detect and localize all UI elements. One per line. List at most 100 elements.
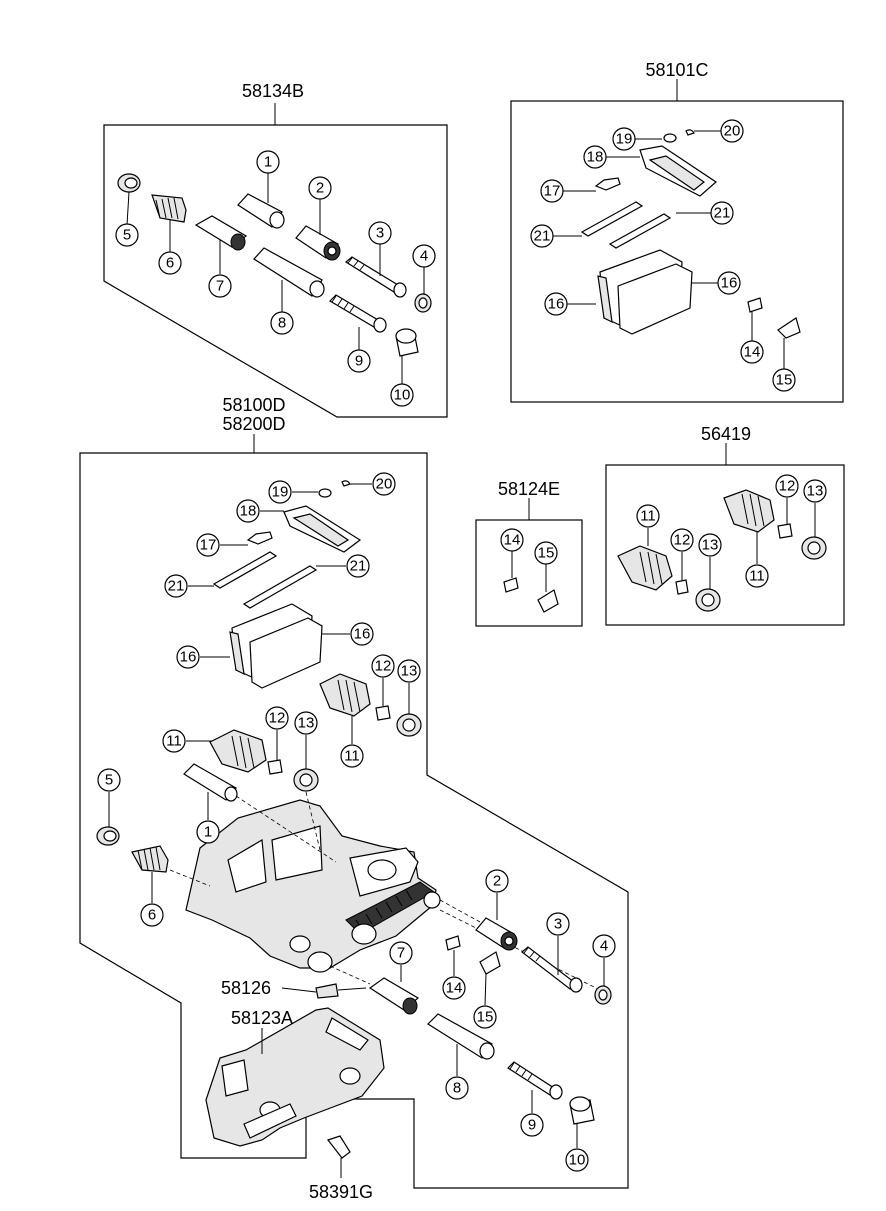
callout-16: 16: [544, 292, 568, 316]
parts-58100D: [96, 480, 612, 1178]
callout-7: 7: [389, 941, 413, 965]
callout-6: 6: [158, 251, 182, 275]
svg-text:9: 9: [528, 1117, 536, 1134]
callout-8: 8: [445, 1076, 469, 1100]
group-label-58101C: 58101C: [645, 60, 708, 80]
svg-text:3: 3: [376, 225, 384, 242]
callout-12: 12: [775, 474, 799, 498]
group-label-58123A: 58123A: [231, 1008, 293, 1028]
svg-text:15: 15: [477, 1009, 494, 1026]
svg-text:16: 16: [548, 296, 565, 313]
svg-text:12: 12: [375, 658, 392, 675]
svg-text:19: 19: [616, 131, 633, 148]
parts-58124E: [503, 551, 559, 613]
callout-4: 4: [412, 244, 436, 268]
callout-14: 14: [740, 340, 764, 364]
callout-18: 18: [236, 499, 260, 523]
caliper-body: [185, 799, 441, 973]
callout-4: 4: [592, 934, 616, 958]
callout-13: 13: [698, 533, 722, 557]
callout-10: 10: [390, 383, 414, 407]
callout-10: 10: [565, 1148, 589, 1172]
group-label-58126: 58126: [221, 978, 271, 998]
callout-16: 16: [717, 271, 741, 295]
frame-58101C: [510, 100, 844, 403]
svg-text:21: 21: [350, 558, 367, 575]
svg-text:21: 21: [714, 205, 731, 222]
group-label-58134B: 58134B: [242, 81, 304, 101]
svg-text:1: 1: [204, 824, 212, 841]
svg-text:13: 13: [702, 537, 719, 554]
callout-5: 5: [115, 223, 139, 247]
svg-text:21: 21: [168, 578, 185, 595]
svg-text:18: 18: [587, 149, 604, 166]
svg-text:8: 8: [453, 1080, 461, 1097]
callout-15: 15: [534, 541, 558, 565]
parts-58101C: [553, 129, 801, 369]
svg-text:11: 11: [166, 733, 182, 750]
svg-text:20: 20: [724, 123, 741, 140]
svg-text:7: 7: [397, 945, 405, 962]
callout-15: 15: [473, 1005, 497, 1029]
callout-5: 5: [97, 768, 121, 792]
callout-20: 20: [372, 472, 396, 496]
callout-13: 13: [803, 479, 827, 503]
svg-text:13: 13: [807, 483, 824, 500]
callout-3: 3: [546, 912, 570, 936]
callout-21: 21: [164, 574, 188, 598]
callout-20: 20: [720, 119, 744, 143]
callout-17: 17: [196, 533, 220, 557]
callout-3: 3: [368, 221, 392, 245]
svg-text:5: 5: [105, 772, 113, 789]
svg-text:13: 13: [298, 715, 315, 732]
svg-text:14: 14: [446, 980, 463, 997]
callout-11: 11: [340, 744, 364, 768]
callout-13: 13: [397, 659, 421, 683]
svg-text:16: 16: [721, 275, 738, 292]
group-label-58100D: 58100D: [222, 395, 285, 415]
svg-text:3: 3: [554, 916, 562, 933]
callout-12: 12: [265, 706, 289, 730]
frame-58124E: [475, 519, 583, 627]
svg-text:16: 16: [354, 626, 371, 643]
svg-text:11: 11: [640, 508, 656, 525]
callout-21: 21: [346, 554, 370, 578]
svg-text:11: 11: [344, 748, 360, 765]
group-label-56419: 56419: [701, 424, 751, 444]
callout-9: 9: [520, 1113, 544, 1137]
callout-15: 15: [772, 368, 796, 392]
svg-text:20: 20: [376, 476, 393, 493]
parts-56419: [617, 489, 827, 612]
callout-14: 14: [442, 976, 466, 1000]
callout-6: 6: [140, 903, 164, 927]
callout-1: 1: [256, 150, 280, 174]
svg-text:13: 13: [401, 663, 418, 680]
svg-text:10: 10: [394, 387, 411, 404]
svg-text:2: 2: [316, 180, 324, 197]
callout-12: 12: [371, 654, 395, 678]
callout-11: 11: [636, 504, 660, 528]
svg-text:16: 16: [180, 649, 197, 666]
svg-text:14: 14: [504, 532, 521, 549]
callout-9: 9: [347, 349, 371, 373]
svg-text:9: 9: [355, 353, 363, 370]
svg-text:6: 6: [148, 907, 156, 924]
frame-56419: [605, 464, 845, 626]
callout-21: 21: [710, 201, 734, 225]
svg-text:14: 14: [744, 344, 761, 361]
svg-text:2: 2: [493, 873, 501, 890]
callout-7: 7: [208, 274, 232, 298]
callout-16: 16: [176, 645, 200, 669]
group-label-58124E: 58124E: [498, 479, 560, 499]
callout-2: 2: [308, 176, 332, 200]
callout-1: 1: [196, 820, 220, 844]
callout-16: 16: [350, 622, 374, 646]
svg-text:8: 8: [278, 315, 286, 332]
svg-text:12: 12: [779, 478, 796, 495]
svg-text:5: 5: [123, 227, 131, 244]
callout-8: 8: [270, 311, 294, 335]
svg-text:4: 4: [600, 938, 608, 955]
callout-bubbles: 1 2 3 4 5 6 7 8 9 10 19 20 18 17 21 21 1…: [97, 119, 827, 1172]
callout-19: 19: [268, 480, 292, 504]
